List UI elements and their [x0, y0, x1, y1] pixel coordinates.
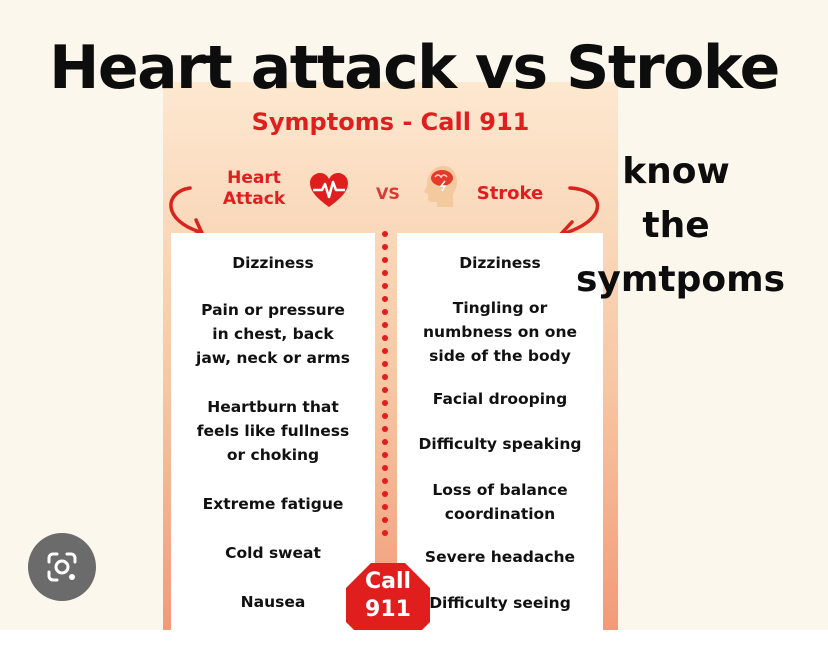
side-note-line: know: [622, 151, 730, 192]
symptom-line: Extreme fatigue: [202, 495, 344, 513]
side-note-line: symtpoms: [576, 259, 786, 300]
stroke-label: Stroke: [476, 183, 544, 204]
call-911-line: Call: [364, 569, 412, 594]
symptom-item: Pain or pressure in chest, back jaw, nec…: [171, 298, 375, 370]
symptom-line: Difficulty seeing: [429, 594, 571, 612]
symptom-item: Loss of balance coordination: [397, 478, 603, 526]
heart-attack-label: Heart Attack: [212, 168, 296, 210]
symptom-item: Heartburn that feels like fullness or ch…: [171, 395, 375, 467]
symptom-line: Dizziness: [232, 254, 314, 272]
symptom-line: Pain or pressure: [201, 301, 345, 319]
lens-search-button[interactable]: [28, 533, 96, 601]
symptom-item: Extreme fatigue: [171, 492, 375, 516]
symptom-line: Dizziness: [459, 254, 541, 272]
symptom-item: Nausea: [171, 590, 375, 614]
symptom-item: Facial drooping: [397, 387, 603, 411]
symptom-item: Dizziness: [397, 251, 603, 275]
poster-subtitle: Symptoms - Call 911: [251, 108, 530, 136]
symptom-line: Facial drooping: [432, 390, 568, 408]
stroke-symptoms-card: Dizziness Tingling or numbness on one si…: [397, 233, 603, 630]
symptom-line: Severe headache: [424, 548, 576, 566]
symptom-line: Heartburn that: [207, 398, 339, 416]
symptom-line: jaw, neck or arms: [196, 349, 350, 367]
symptom-item: Tingling or numbness on one side of the …: [397, 296, 603, 368]
heart-attack-symptoms-card: Dizziness Pain or pressure in chest, bac…: [171, 233, 375, 630]
bottom-strip: [0, 630, 828, 648]
symptom-item: Cold sweat: [171, 541, 375, 565]
symptom-item: Difficulty speaking: [397, 432, 603, 456]
symptom-item: Severe headache: [397, 545, 603, 569]
lens-camera-icon: [47, 552, 77, 582]
symptom-line: Nausea: [240, 593, 306, 611]
symptom-item: Dizziness: [171, 251, 375, 275]
symptom-line: Cold sweat: [225, 544, 321, 562]
symptom-line: side of the body: [429, 347, 571, 365]
heart-pulse-icon: [310, 173, 348, 207]
heart-attack-label-line1: Heart: [227, 168, 281, 188]
symptom-line: Tingling or: [452, 299, 548, 317]
page-title: Heart attack vs Stroke: [49, 33, 780, 103]
heart-attack-label-line2: Attack: [222, 189, 286, 209]
symptom-line: or choking: [226, 446, 320, 464]
vs-label: VS: [376, 184, 400, 203]
infographic-image: Symptoms - Call 911 Heart Attack VS Stro…: [0, 0, 828, 630]
symptom-line: Difficulty speaking: [418, 435, 582, 453]
call-911-line: 911: [365, 597, 411, 622]
brain-head-icon: [424, 166, 457, 207]
symptom-item: Difficulty seeing: [397, 591, 603, 615]
symptom-line: numbness on one: [423, 323, 577, 341]
symptom-line: in chest, back: [212, 325, 334, 343]
symptom-line: feels like fullness: [196, 422, 350, 440]
side-note: know the symtpoms: [576, 145, 786, 307]
dotted-divider: [382, 231, 388, 536]
call-911-badge: [346, 563, 430, 630]
side-note-line: the: [642, 205, 710, 246]
call-911-text: Call 911: [346, 568, 430, 624]
symptom-line: coordination: [444, 505, 556, 523]
symptom-line: Loss of balance: [432, 481, 568, 499]
